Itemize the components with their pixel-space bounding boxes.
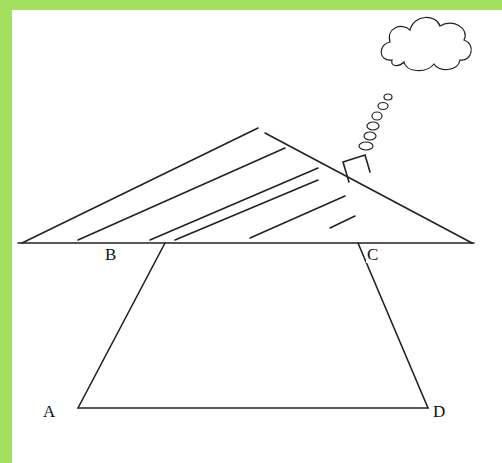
point-label: B xyxy=(104,246,117,263)
point-label: A xyxy=(42,403,56,420)
wall-right xyxy=(358,243,428,408)
base-line xyxy=(18,242,474,244)
wall-left xyxy=(78,243,165,408)
chimney xyxy=(343,155,370,182)
point-label: C xyxy=(366,246,379,263)
roof-left xyxy=(22,128,258,243)
smoke xyxy=(359,17,471,150)
roof-right xyxy=(265,133,472,243)
wall-bottom xyxy=(78,407,428,409)
roof-hatching xyxy=(78,148,355,240)
point-label: D xyxy=(432,403,446,420)
